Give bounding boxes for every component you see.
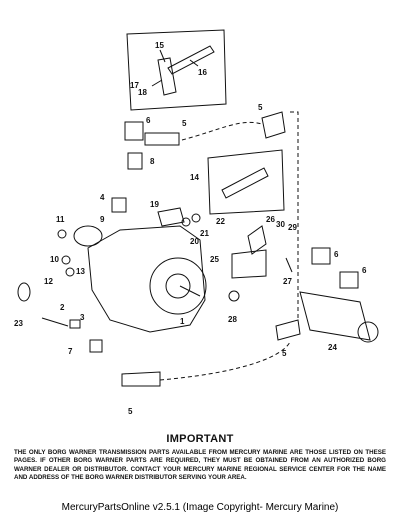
hose-fitting-5-top — [261, 111, 286, 139]
fitting-13 — [65, 267, 75, 277]
output-flange-inner — [165, 273, 191, 299]
callout-22: 22 — [216, 217, 225, 226]
bracket-part-15 — [157, 57, 177, 96]
bracket-kit-box — [126, 29, 227, 111]
callout-5-b: 5 — [182, 119, 187, 128]
footer-copyright: MercuryPartsOnline v2.5.1 (Image Copyrig… — [61, 502, 339, 513]
hose-fitting-5-lower — [275, 319, 301, 341]
important-heading: IMPORTANT — [166, 433, 234, 445]
kit-14-parts — [221, 167, 269, 199]
callout-7: 7 — [68, 347, 73, 356]
important-notice-text: THE ONLY BORG WARNER TRANSMISSION PARTS … — [14, 449, 386, 482]
sensor-5-middle — [144, 132, 180, 146]
callout-19: 19 — [150, 200, 159, 209]
callout-6-c: 6 — [362, 266, 367, 275]
callout-10: 10 — [50, 255, 59, 264]
leader-15 — [159, 49, 166, 63]
callout-5-c: 5 — [282, 349, 287, 358]
washer-20 — [181, 217, 191, 227]
bracket-19 — [157, 207, 185, 227]
ring-28 — [228, 290, 240, 302]
output-flange — [149, 257, 207, 315]
clamp-25 — [231, 249, 267, 279]
valve-4 — [111, 197, 127, 213]
bolt-27 — [285, 257, 293, 273]
callout-24: 24 — [328, 343, 337, 352]
callout-21: 21 — [200, 229, 209, 238]
washer-3 — [69, 319, 81, 329]
callout-5-d: 5 — [128, 407, 133, 416]
callout-26: 26 — [266, 215, 275, 224]
callout-5-a: 5 — [258, 103, 263, 112]
callout-16: 16 — [198, 68, 207, 77]
nut-21 — [191, 213, 201, 223]
callout-20: 20 — [190, 237, 199, 246]
callout-11: 11 — [56, 215, 65, 224]
callout-13: 13 — [76, 267, 85, 276]
fitting-8 — [127, 152, 143, 170]
hose-fitting-5-bottom — [121, 371, 161, 387]
fitting-10 — [61, 255, 71, 265]
callout-18: 18 — [138, 88, 147, 97]
callout-15: 15 — [155, 41, 164, 50]
callout-1: 1 — [180, 317, 185, 326]
callout-28: 28 — [228, 315, 237, 324]
bracket-part-16 — [167, 45, 215, 75]
plug-23 — [17, 282, 31, 302]
callout-8: 8 — [150, 157, 155, 166]
fitting-6-b — [339, 271, 359, 289]
callout-6-b: 6 — [334, 250, 339, 259]
cover-plate-9 — [73, 225, 103, 247]
callout-12: 12 — [44, 277, 53, 286]
callout-14: 14 — [190, 173, 199, 182]
callout-30: 30 — [276, 220, 285, 229]
sensor-6 — [124, 121, 144, 141]
dashed-hose-6-5 — [181, 121, 263, 141]
callout-29: 29 — [288, 223, 297, 232]
kit-box-14 — [207, 149, 285, 215]
input-shaft — [179, 285, 201, 297]
dashed-hose-bottom — [159, 341, 291, 381]
callout-9: 9 — [100, 215, 105, 224]
exploded-parts-diagram: 15 16 17 18 5 6 5 8 14 4 9 19 22 21 20 1… — [14, 29, 379, 416]
bolt-2 — [41, 317, 69, 327]
bracket-26 — [247, 225, 267, 255]
callout-17: 17 — [130, 81, 139, 90]
leader-17-18 — [151, 79, 163, 87]
cooler-24 — [299, 291, 371, 341]
cooler-end-right — [357, 321, 379, 343]
seal-7 — [89, 339, 103, 353]
bolt-11 — [57, 229, 67, 239]
callout-6-a: 6 — [146, 116, 151, 125]
callout-25: 25 — [210, 255, 219, 264]
callout-23: 23 — [14, 319, 23, 328]
dashed-line-top — [290, 111, 299, 300]
leader-16 — [189, 59, 199, 67]
callout-4: 4 — [100, 193, 105, 202]
transmission-housing — [87, 225, 206, 333]
callout-3: 3 — [80, 313, 85, 322]
callout-2: 2 — [60, 303, 65, 312]
fitting-6-a — [311, 247, 331, 265]
callout-27: 27 — [283, 277, 292, 286]
